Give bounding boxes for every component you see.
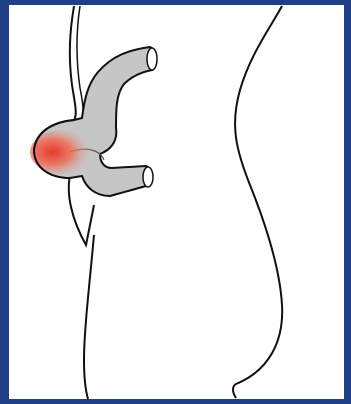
left-body-outline: [84, 235, 94, 399]
belly-contour: [233, 6, 282, 398]
upper-tube-end: [147, 48, 157, 70]
lower-tube-end: [143, 167, 153, 187]
organ-tube: [34, 47, 156, 196]
left-contour-line-inner: [77, 6, 83, 122]
left-contour-line: [70, 6, 76, 125]
